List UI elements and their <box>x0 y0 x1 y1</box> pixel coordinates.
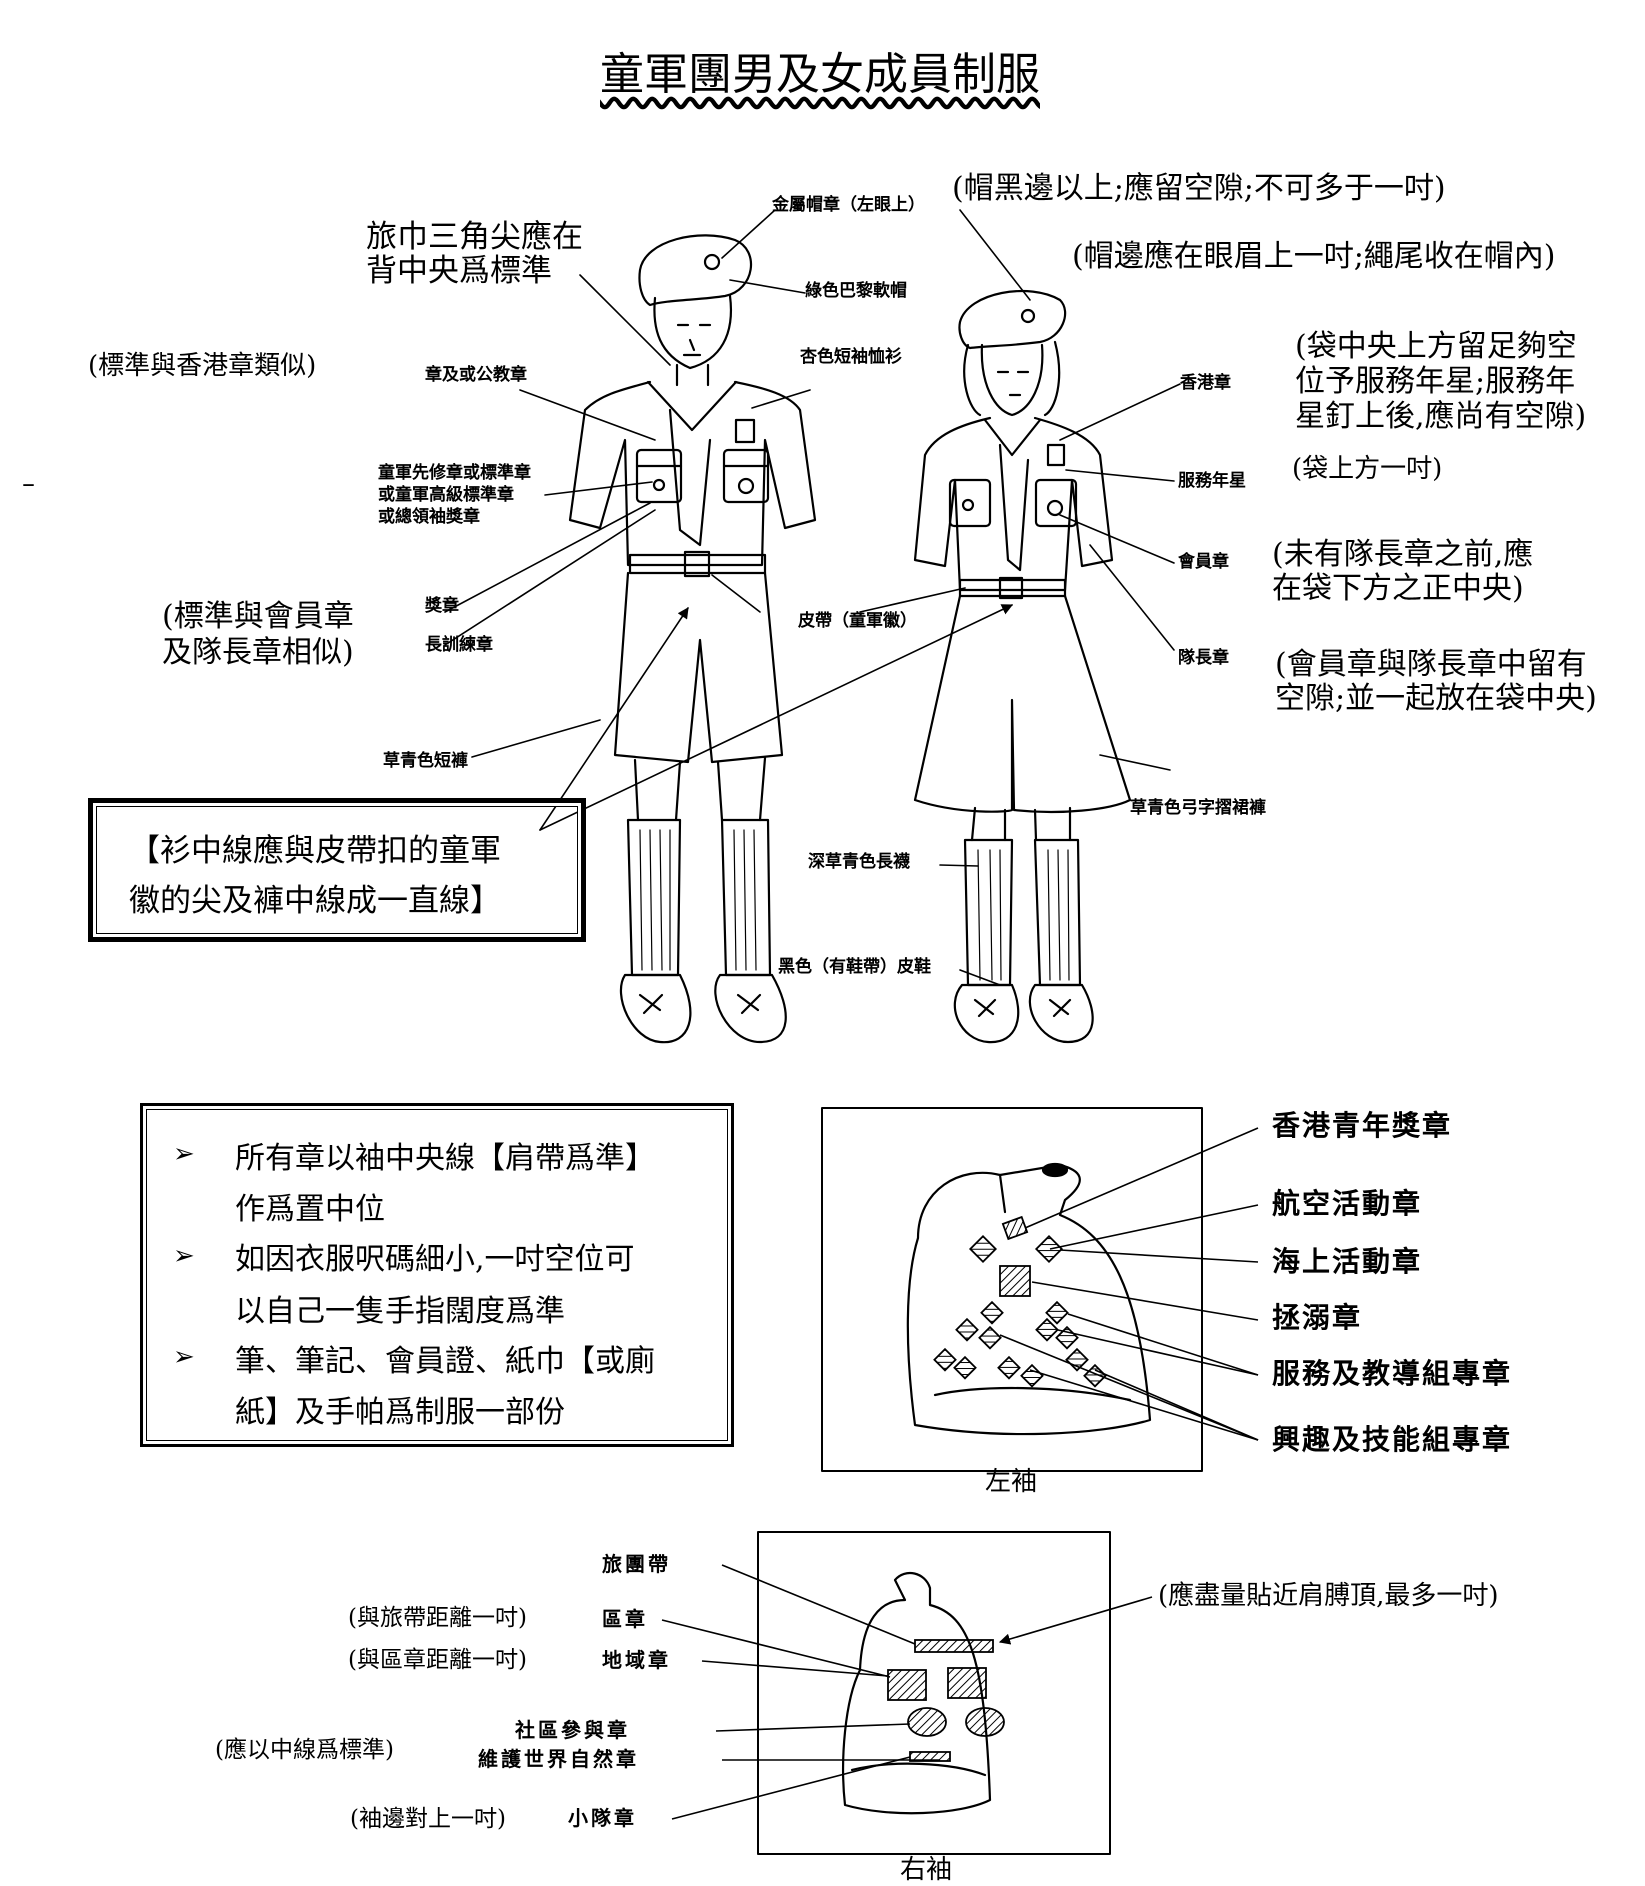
right-sleeve-label-wwf: 維護世界自然章 <box>478 1747 639 1771</box>
note-award-line2: 及隊長章相似) <box>162 635 354 670</box>
note-scarf-point-line2: 背中央爲標準 <box>366 253 552 289</box>
right-sleeve-label-troop-tape: 旅團帶 <box>602 1552 671 1576</box>
note-cap-line1: (帽黑邊以上;應留空隙;不可多于一吋) <box>952 171 1446 206</box>
right-sleeve-label-community: 社區參與章 <box>515 1718 630 1742</box>
label-green-beret: 綠色巴黎軟帽 <box>805 281 907 301</box>
note-gap-line1: (會員章與隊長章中留有 <box>1275 647 1587 682</box>
note-gap-line2: 空隙;並一起放在袋中央) <box>1275 681 1597 716</box>
label-chief-scout-award: 或總領袖獎章 <box>378 507 480 527</box>
centerline-note-box: 【衫中線應與皮帶扣的童軍 徽的尖及褲中線成一直線】 <box>88 798 586 942</box>
centerline-line1: 【衫中線應與皮帶扣的童軍 <box>129 833 501 869</box>
left-sleeve-label-interest-skill: 興趣及技能組專章 <box>1272 1423 1513 1456</box>
note-member-line2: 在袋下方之正中央) <box>1272 571 1524 606</box>
note-pocket-line3: 星釘上後,應尚有空隙) <box>1295 399 1587 434</box>
left-sleeve-label-sea-activity: 海上活動章 <box>1272 1245 1423 1278</box>
rule1-line2: 作爲置中位 <box>235 1192 385 1227</box>
note-member-line1: (未有隊長章之前,應 <box>1272 537 1534 572</box>
rule2-line1: 如因衣服呎碼細小,一吋空位可 <box>235 1242 635 1277</box>
note-award-line1: (標準與會員章 <box>162 599 354 634</box>
left-sleeve-drawing <box>906 1162 1152 1436</box>
left-sleeve-label-service-instruction: 服務及教導組專章 <box>1272 1357 1513 1390</box>
note-scarf-point-line1: 旅巾三角尖應在 <box>366 219 583 255</box>
label-black-shoes: 黑色（有鞋帶）皮鞋 <box>778 957 931 977</box>
right-sleeve-label-region: 地域章 <box>602 1648 671 1672</box>
left-sleeve-label-lifesaving: 拯溺章 <box>1272 1301 1363 1334</box>
rules-box: ➢ 所有章以袖中央線【肩帶爲準】 作爲置中位 ➢ 如因衣服呎碼細小,一吋空位可 … <box>140 1103 734 1447</box>
label-service-star: 服務年星 <box>1178 471 1246 491</box>
right-sleeve-label-patrol: 小隊章 <box>568 1806 637 1830</box>
margin-mark: – <box>22 469 35 499</box>
bullet-arrow-icon: ➢ <box>173 1241 195 1271</box>
label-belt: 皮帶（童軍徽） <box>798 611 917 631</box>
label-metal-cap-badge: 金屬帽章（左眼上） <box>772 195 925 215</box>
label-senior-standard-badge: 或童軍高級標準章 <box>378 485 514 505</box>
label-culottes: 草青色弓字摺裙褲 <box>1130 798 1266 818</box>
note-service-star: (袋上方一吋) <box>1292 454 1443 484</box>
right-sleeve-note-center: (應以中線爲標準) <box>215 1737 394 1763</box>
rule3-line1: 筆、筆記、會員證、紙巾【或廁 <box>235 1344 655 1379</box>
label-award-badge: 獎章 <box>425 596 459 616</box>
label-patrol-leader-badge: 隊長章 <box>1178 648 1229 668</box>
note-pocket-line2: 位予服務年星;服務年 <box>1295 364 1576 399</box>
rule2-line2: 以自己一隻手指闊度爲準 <box>235 1294 565 1329</box>
left-sleeve-caption: 左袖 <box>985 1467 1038 1497</box>
right-sleeve-note-shoulder: (應盡量貼近肩膊頂,最多一吋) <box>1158 1581 1499 1611</box>
male-scout-figure <box>568 234 817 1044</box>
page-title: 童軍團男及女成員制服 <box>600 49 1040 100</box>
right-sleeve-note-cuff: (袖邊對上一吋) <box>350 1806 506 1832</box>
right-sleeve-badges <box>887 1639 1005 1762</box>
right-sleeve-note-district: (與區章距離一吋) <box>348 1647 527 1673</box>
label-hk-badge: 香港章 <box>1180 373 1231 393</box>
rule1-line1: 所有章以袖中央線【肩帶爲準】 <box>235 1141 655 1176</box>
bullet-arrow-icon: ➢ <box>173 1342 195 1372</box>
label-dark-green-socks: 深草青色長襪 <box>808 852 910 872</box>
label-pioneer-badge: 童軍先修章或標準章 <box>378 463 531 483</box>
label-khaki-shirt: 杏色短袖恤衫 <box>800 347 902 367</box>
female-scout-figure <box>913 289 1132 1044</box>
note-pocket-line1: (袋中央上方留足夠空 <box>1295 329 1577 364</box>
left-sleeve-label-hk-youth-award: 香港青年獎章 <box>1272 1109 1453 1142</box>
left-sleeve-label-air-activity: 航空活動章 <box>1272 1187 1423 1220</box>
label-membership-badge: 會員章 <box>1178 552 1229 572</box>
centerline-line2: 徽的尖及褲中線成一直線】 <box>129 883 501 919</box>
label-long-training-badge: 長訓練章 <box>425 635 493 655</box>
label-religious-badge: 章及或公教章 <box>425 365 527 385</box>
note-religious-badge: (標準與香港章類似) <box>88 351 317 381</box>
rule3-line2: 紙】及手帕爲制服一部份 <box>235 1395 565 1430</box>
note-cap-line2: (帽邊應在眼眉上一吋;繩尾收在帽內) <box>1072 239 1556 274</box>
label-green-shorts: 草青色短褲 <box>383 751 468 771</box>
right-sleeve-note-troop: (與旅帶距離一吋) <box>348 1605 527 1631</box>
bullet-arrow-icon: ➢ <box>173 1139 195 1169</box>
left-sleeve-badges <box>933 1215 1107 1388</box>
right-sleeve-caption: 右袖 <box>900 1855 953 1885</box>
right-sleeve-label-district: 區章 <box>602 1607 648 1631</box>
